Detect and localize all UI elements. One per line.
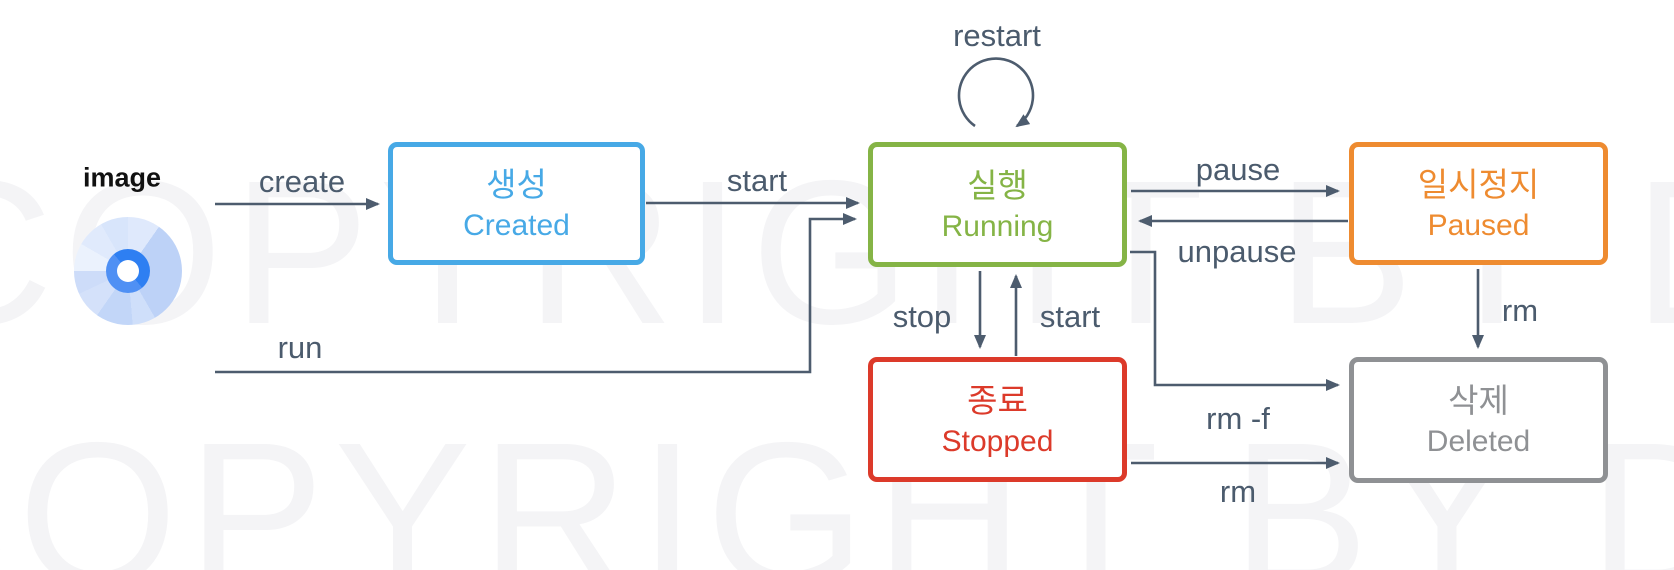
edge-rm-force-arrow [1130,250,1340,391]
edge-label-rm-stopped: rm [1219,474,1257,509]
state-running: 실행 Running [868,142,1127,267]
edge-label-create: create [258,164,346,199]
image-source-label: image [82,162,162,193]
disc-icon [74,217,182,325]
edge-label-start-stopped: start [1039,299,1101,334]
state-paused-label-en: Paused [1427,208,1530,242]
state-stopped-label-en: Stopped [941,424,1054,458]
state-stopped: 종료 Stopped [868,357,1127,482]
state-paused: 일시정지 Paused [1349,142,1608,265]
state-deleted-label-ko: 삭제 [1448,382,1509,419]
edge-label-pause: pause [1195,152,1281,187]
state-deleted-label-en: Deleted [1426,425,1531,458]
state-paused-label-ko: 일시정지 [1417,165,1540,203]
edge-label-start-created: start [726,163,788,198]
state-running-label-ko: 실행 [967,166,1028,204]
edge-label-unpause: unpause [1177,234,1297,269]
edge-label-restart: restart [953,18,1041,53]
state-running-label-en: Running [941,209,1054,243]
disc-ring [106,249,150,293]
state-stopped-label-ko: 종료 [967,381,1028,419]
state-created: 생성 Created [388,142,645,265]
edge-label-rm-paused: rm [1501,293,1539,328]
edge-label-run: run [277,330,323,365]
edge-label-rm-force: rm -f [1206,401,1270,436]
state-deleted: 삭제 Deleted [1349,357,1608,483]
edge-restart-self-loop [957,57,1035,128]
state-created-label-ko: 생성 [486,165,547,203]
edge-label-stop: stop [892,299,952,334]
state-created-label-en: Created [463,208,570,242]
disc-hole [117,260,139,282]
